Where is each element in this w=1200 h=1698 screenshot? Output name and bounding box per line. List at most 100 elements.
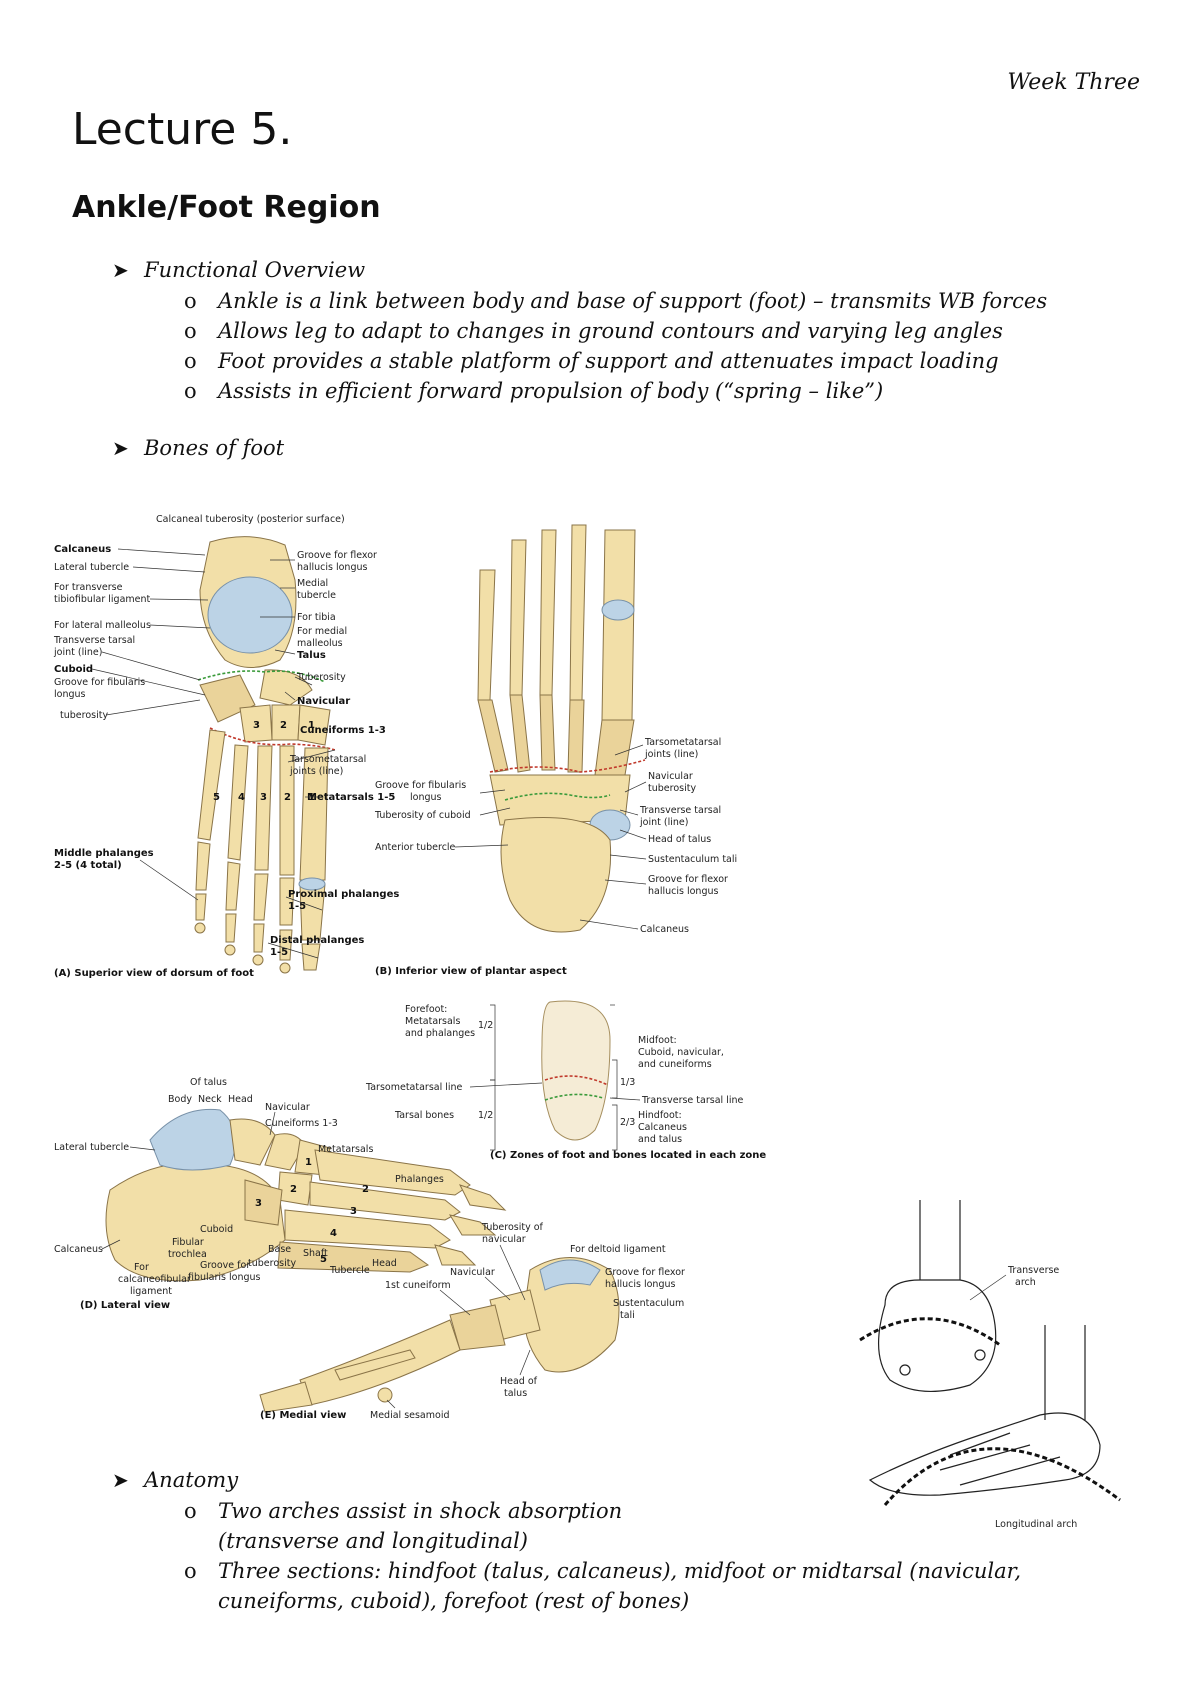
svg-text:5: 5 <box>320 1254 327 1265</box>
svg-text:tuberosity: tuberosity <box>648 783 696 794</box>
svg-text:1-5: 1-5 <box>288 901 306 912</box>
svg-text:1/2: 1/2 <box>478 1110 493 1121</box>
svg-text:Medial sesamoid: Medial sesamoid <box>370 1410 450 1421</box>
arrow-bullet-icon: ➤ <box>112 258 129 282</box>
svg-text:trochlea: trochlea <box>168 1249 207 1260</box>
svg-text:Sustentaculum tali: Sustentaculum tali <box>648 854 737 865</box>
svg-text:(D) Lateral view: (D) Lateral view <box>80 1300 170 1311</box>
svg-text:Cuboid, navicular,: Cuboid, navicular, <box>638 1047 724 1058</box>
svg-text:2: 2 <box>362 1184 369 1195</box>
svg-text:Transverse tarsal: Transverse tarsal <box>639 805 721 816</box>
svg-text:Shaft: Shaft <box>303 1248 328 1259</box>
functional-overview-heading: ➤Functional Overview <box>112 258 366 282</box>
svg-text:and phalanges: and phalanges <box>405 1028 475 1039</box>
svg-text:3: 3 <box>255 1198 262 1209</box>
svg-text:ligament: ligament <box>130 1286 172 1297</box>
svg-text:longus: longus <box>54 689 86 700</box>
svg-text:(A) Superior view of dorsum of: (A) Superior view of dorsum of foot <box>54 968 254 979</box>
arrow-bullet-icon: ➤ <box>112 1468 129 1492</box>
svg-text:Base: Base <box>268 1244 291 1255</box>
svg-text:longus: longus <box>410 792 442 803</box>
svg-text:Navicular: Navicular <box>648 771 693 782</box>
svg-text:Tubercle: Tubercle <box>329 1265 370 1276</box>
arches-sketch: Transverse arch Longitudinal arch <box>859 1200 1121 1530</box>
svg-text:Tuberosity of: Tuberosity of <box>481 1222 544 1233</box>
svg-text:Head: Head <box>372 1258 397 1269</box>
svg-text:4: 4 <box>238 792 245 803</box>
svg-text:2-5 (4 total): 2-5 (4 total) <box>54 860 122 871</box>
svg-text:Metatarsals 1-5: Metatarsals 1-5 <box>307 792 395 803</box>
svg-text:For transverse: For transverse <box>54 582 123 593</box>
svg-text:Metatarsals: Metatarsals <box>405 1016 460 1027</box>
svg-text:1: 1 <box>308 792 315 803</box>
anatomy-heading: ➤Anatomy <box>112 1468 239 1492</box>
svg-text:For lateral malleolus: For lateral malleolus <box>54 620 151 631</box>
arrow-bullet-icon: ➤ <box>112 436 129 460</box>
calcaneus-bone <box>500 817 612 933</box>
svg-text:Anterior tubercle: Anterior tubercle <box>375 842 456 853</box>
svg-text:Cuneiforms 1-3: Cuneiforms 1-3 <box>265 1118 338 1129</box>
svg-text:tuberosity: tuberosity <box>248 1258 296 1269</box>
svg-text:hallucis longus: hallucis longus <box>297 562 367 573</box>
bones-heading: ➤Bones of foot <box>112 436 285 460</box>
svg-text:2/3: 2/3 <box>620 1117 635 1128</box>
svg-text:fibularis longus: fibularis longus <box>188 1272 261 1283</box>
svg-text:1/2: 1/2 <box>478 1020 493 1031</box>
svg-text:Tarsometatarsal: Tarsometatarsal <box>644 737 721 748</box>
svg-text:(C) Zones of foot and bones lo: (C) Zones of foot and bones located in e… <box>490 1150 766 1161</box>
svg-text:1/3: 1/3 <box>620 1077 635 1088</box>
svg-text:1: 1 <box>305 1157 312 1168</box>
svg-text:1st cuneiform: 1st cuneiform <box>385 1280 451 1291</box>
svg-text:Hindfoot:: Hindfoot: <box>638 1110 682 1121</box>
svg-text:Tuberosity of cuboid: Tuberosity of cuboid <box>374 810 471 821</box>
svg-text:For deltoid ligament: For deltoid ligament <box>570 1244 666 1255</box>
svg-text:hallucis longus: hallucis longus <box>648 886 718 897</box>
svg-text:For: For <box>134 1262 149 1273</box>
section-title: Ankle/Foot Region <box>72 190 381 225</box>
svg-text:Head of: Head of <box>500 1376 538 1387</box>
lecture-title: Lecture 5. <box>72 104 293 155</box>
svg-text:Calcaneal tuberosity (posterio: Calcaneal tuberosity (posterior surface) <box>156 514 345 525</box>
svg-text:(E) Medial view: (E) Medial view <box>260 1410 346 1421</box>
talus-trochlea <box>207 576 293 654</box>
figure-b-inferior-view: Tarsometatarsal joints (line) Groove for… <box>374 524 737 977</box>
svg-text:Cuboid: Cuboid <box>54 664 93 675</box>
svg-text:Medial: Medial <box>297 578 328 589</box>
svg-text:1-5: 1-5 <box>270 947 288 958</box>
svg-text:tali: tali <box>620 1310 635 1321</box>
longitudinal-arch-view: Longitudinal arch <box>868 1325 1121 1530</box>
svg-text:navicular: navicular <box>482 1234 526 1245</box>
svg-text:and talus: and talus <box>638 1134 682 1145</box>
svg-text:Forefoot:: Forefoot: <box>405 1004 447 1015</box>
svg-text:Tarsal bones: Tarsal bones <box>394 1110 454 1121</box>
week-label: Week Three <box>1007 70 1140 95</box>
svg-text:Talus: Talus <box>297 650 326 661</box>
svg-text:2: 2 <box>284 792 291 803</box>
svg-text:and cuneiforms: and cuneiforms <box>638 1059 712 1070</box>
svg-text:Calcaneus: Calcaneus <box>54 544 111 555</box>
svg-text:joints (line): joints (line) <box>289 766 343 777</box>
svg-text:Tarsometatarsal line: Tarsometatarsal line <box>365 1082 463 1093</box>
svg-text:tibiofibular ligament: tibiofibular ligament <box>54 594 151 605</box>
foot-bones-figure: 3 2 1 5 4 3 2 1 Calcaneal tuberosity (po… <box>53 514 766 1421</box>
svg-text:Of talus: Of talus <box>190 1077 227 1088</box>
svg-text:5: 5 <box>213 792 220 803</box>
svg-text:Tarsometatarsal: Tarsometatarsal <box>289 754 366 765</box>
svg-text:joints (line): joints (line) <box>644 749 698 760</box>
svg-text:calcaneofibular: calcaneofibular <box>118 1274 191 1285</box>
svg-text:Calcaneus: Calcaneus <box>54 1244 103 1255</box>
svg-text:Head: Head <box>228 1094 253 1105</box>
svg-text:Calcaneus: Calcaneus <box>640 924 689 935</box>
svg-text:Phalanges: Phalanges <box>395 1174 444 1185</box>
figure-d-lateral-view: 1 2 3 2 3 4 5 Of talus Body Neck Head Na… <box>54 1077 507 1311</box>
svg-text:Transverse tarsal: Transverse tarsal <box>53 635 135 646</box>
svg-text:Transverse tarsal line: Transverse tarsal line <box>641 1095 743 1106</box>
svg-text:4: 4 <box>330 1228 337 1239</box>
svg-text:Groove for flexor: Groove for flexor <box>605 1267 685 1278</box>
svg-text:Middle phalanges: Middle phalanges <box>54 848 154 859</box>
svg-text:Groove for: Groove for <box>200 1260 250 1271</box>
svg-text:Proximal phalanges: Proximal phalanges <box>288 889 399 900</box>
